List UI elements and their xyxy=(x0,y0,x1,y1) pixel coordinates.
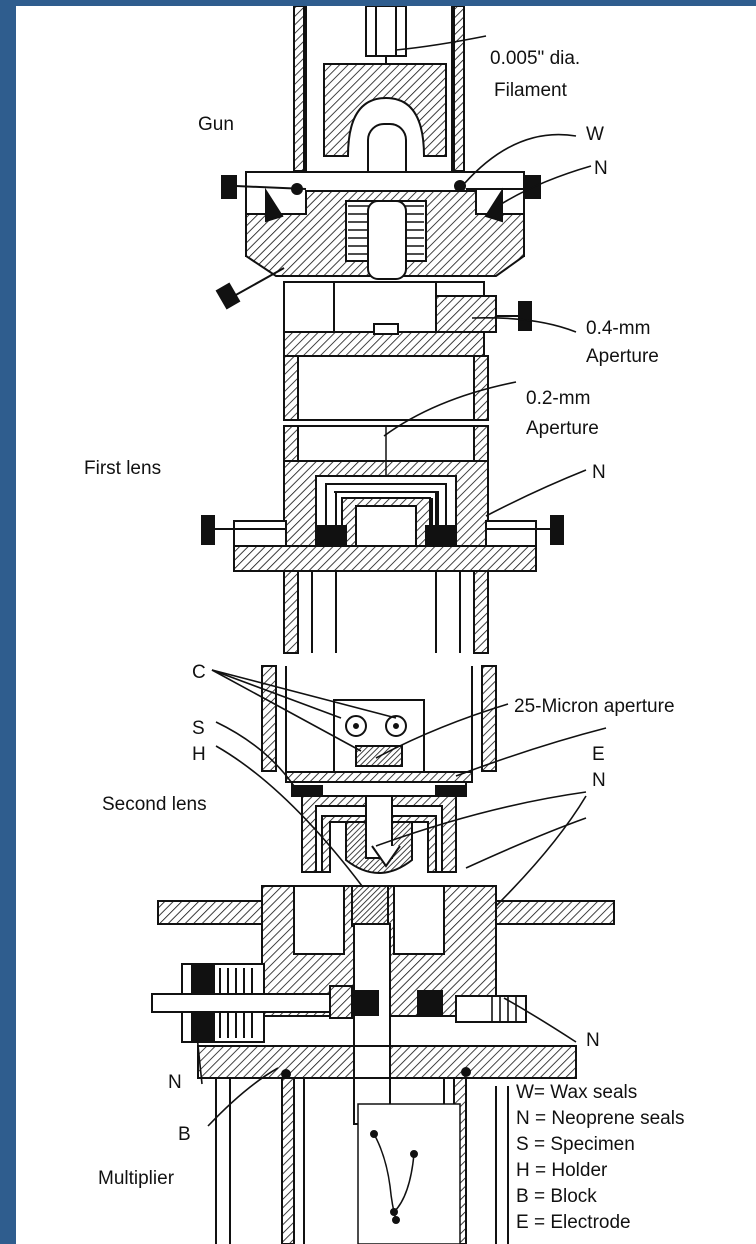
aperture-02-label: Aperture xyxy=(526,418,599,439)
neoprene-seal-label-top: N xyxy=(594,158,608,179)
neoprene-seal-label-right: N xyxy=(586,1030,600,1051)
legend-item-block: B = Block xyxy=(516,1186,597,1207)
electrode-label: E xyxy=(592,744,605,765)
legend-item-neoprene-seals: N = Neoprene seals xyxy=(516,1108,685,1129)
wax-seal-label: W xyxy=(586,124,604,145)
second-lens-assembly xyxy=(151,665,615,1244)
gun-assembly xyxy=(215,6,541,357)
c-label: C xyxy=(192,662,206,683)
multiplier-label: Multiplier xyxy=(98,1168,175,1189)
aperture-02-size-label: 0.2-mm xyxy=(526,388,591,409)
gun-label: Gun xyxy=(198,114,234,135)
leader-lines xyxy=(195,35,607,1127)
block-label: B xyxy=(178,1124,191,1145)
filament-diameter-label: 0.005" dia. xyxy=(490,48,581,69)
filament-label: Filament xyxy=(494,80,567,101)
legend-item-specimen: S = Specimen xyxy=(516,1134,635,1155)
second-lens-label: Second lens xyxy=(102,794,207,815)
aperture-25-micron-label: 25-Micron aperture xyxy=(514,696,675,717)
neoprene-seal-label-second-lens: N xyxy=(592,770,606,791)
legend-item-electrode: E = Electrode xyxy=(516,1212,631,1233)
legend-item-wax-seals: W= Wax seals xyxy=(516,1082,638,1103)
diagram-frame: 0.005" dia. Filament Gun W N 0.4-mm Aper… xyxy=(16,6,756,1244)
aperture-04-size-label: 0.4-mm xyxy=(586,318,651,339)
legend-item-holder: H = Holder xyxy=(516,1160,608,1181)
neoprene-seal-label-first-lens: N xyxy=(592,462,606,483)
first-lens-assembly xyxy=(201,426,564,654)
aperture-04-label: Aperture xyxy=(586,346,659,367)
specimen-label: S xyxy=(192,718,205,739)
first-lens-label: First lens xyxy=(84,458,162,479)
microscope-column-drawing xyxy=(151,6,615,1244)
neoprene-seal-label-left: N xyxy=(168,1072,182,1093)
holder-label: H xyxy=(192,744,206,765)
